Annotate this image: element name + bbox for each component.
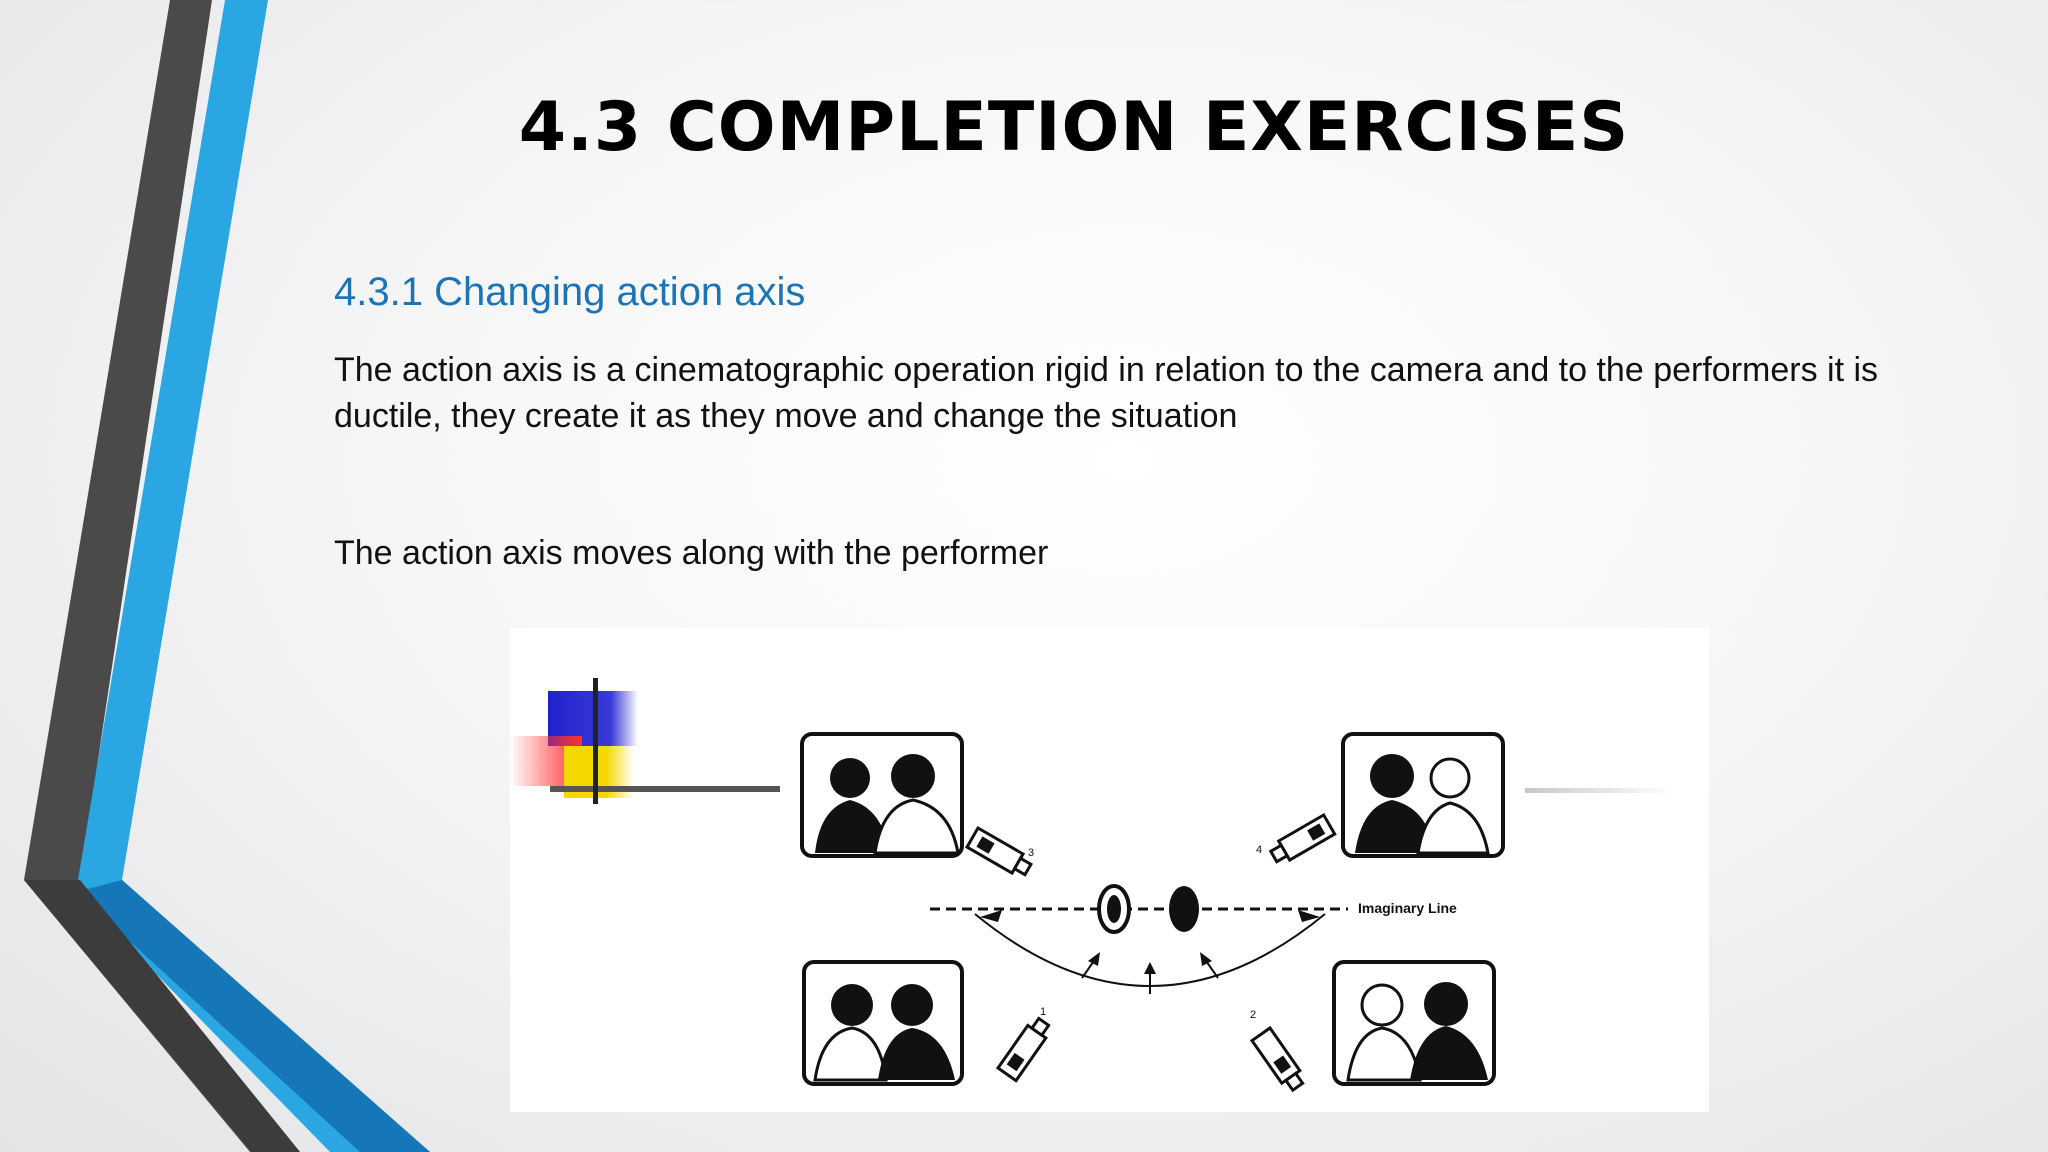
shot-frame-camera-2 (1332, 960, 1496, 1086)
shot-frame-camera-1 (802, 960, 964, 1086)
camera-2-number: 2 (1250, 1009, 1256, 1021)
paragraph-axis-moves: The action axis moves along with the per… (334, 534, 1049, 572)
camera-1-number: 1 (1040, 1006, 1046, 1018)
shot-frame-camera-3 (800, 732, 964, 858)
performer-b-marker (1169, 886, 1199, 932)
section-subtitle: 4.3.1 Changing action axis (334, 270, 806, 314)
slide-title: 4.3 COMPLETION EXERCISES (518, 88, 1630, 167)
action-axis-diagram: 3 4 Imaginary Line (510, 628, 1709, 1112)
camera-2-icon (1249, 1025, 1305, 1093)
imaginary-line-label: Imaginary Line (1358, 900, 1457, 916)
camera-3-number: 3 (1028, 847, 1034, 859)
color-block-logo (510, 678, 780, 804)
camera-3-icon (964, 825, 1033, 877)
camera-1-icon (995, 1016, 1051, 1083)
paragraph-action-axis: The action axis is a cinematographic ope… (334, 351, 1879, 435)
camera-4-icon (1268, 812, 1337, 864)
shot-frame-camera-4 (1341, 732, 1505, 858)
camera-4-number: 4 (1256, 844, 1262, 856)
